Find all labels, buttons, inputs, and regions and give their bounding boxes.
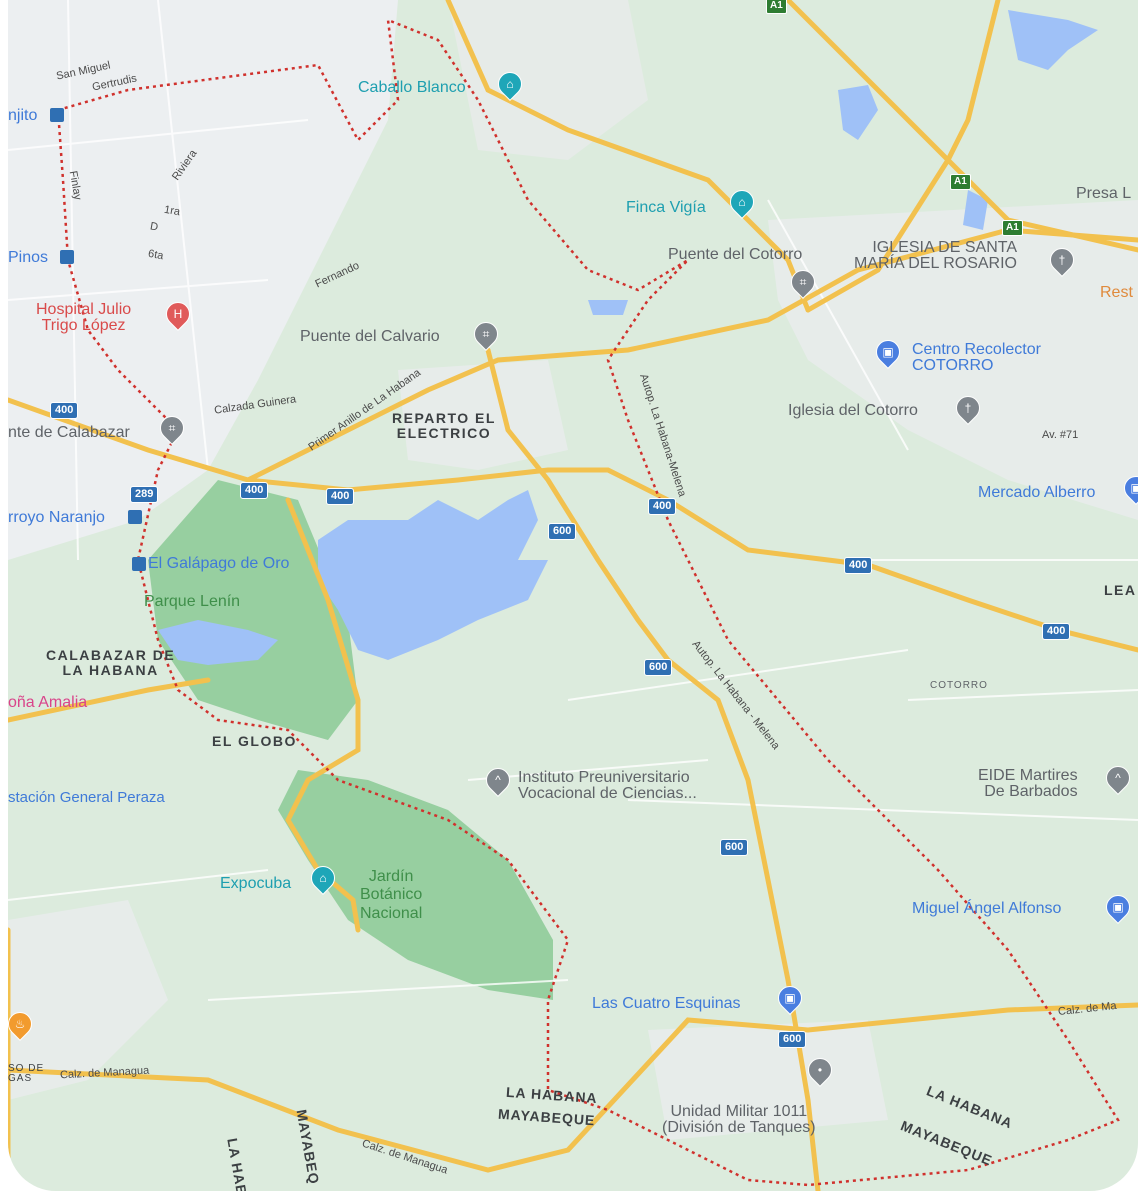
route-shield-289: 289	[130, 486, 159, 503]
route-shield-a1: A1	[766, 0, 787, 14]
highway-calz-managua	[8, 1002, 1138, 1173]
lake-small	[588, 300, 628, 315]
lake-main	[318, 490, 548, 660]
poi-label[interactable]: Unidad Militar 1011 (División de Tanques…	[662, 1103, 816, 1136]
route-shield-400: 400	[1042, 623, 1071, 640]
highway-calabazar	[8, 677, 211, 723]
park-jardin	[278, 770, 553, 1000]
urban-area-reparto	[398, 360, 568, 470]
poi-label[interactable]: Miguel Ángel Alfonso	[912, 900, 1062, 917]
route-shield-400: 400	[326, 488, 355, 505]
poi-label[interactable]: Expocuba	[220, 875, 292, 892]
poi-label[interactable]: Puente del Calvario	[300, 328, 440, 345]
area-label: EL GLOBO	[212, 733, 297, 749]
route-shield-400: 400	[240, 482, 269, 499]
route-shield-400: 400	[648, 498, 677, 515]
lake-lenin	[158, 620, 278, 665]
map-base-layer	[8, 0, 1138, 1191]
area-label: REPARTO EL ELECTRICO	[392, 410, 496, 442]
poi-label[interactable]: njito	[8, 107, 38, 124]
highway-north-road	[445, 0, 811, 313]
map-canvas[interactable]: 400 400 400 400 400 400 600 600 600 600 …	[8, 0, 1138, 1191]
poi-label[interactable]: Mercado Alberro	[978, 484, 1096, 501]
lake-north-1	[1008, 10, 1098, 70]
poi-label[interactable]: Pinos	[8, 249, 49, 266]
route-shield-600: 600	[720, 839, 749, 856]
train-station-icon[interactable]	[60, 250, 74, 264]
area-label: COTORRO	[930, 680, 988, 691]
route-shield-400: 400	[50, 402, 79, 419]
area-label: CALABAZAR DE LA HABANA	[46, 647, 176, 679]
urban-area-unidad	[648, 1020, 888, 1140]
poi-label[interactable]: Puente del Cotorro	[668, 246, 803, 263]
highway-a1-north	[805, 0, 1001, 313]
lake-north-2	[838, 85, 878, 140]
poi-label[interactable]: Las Cuatro Esquinas	[592, 995, 741, 1012]
route-shield-600: 600	[644, 659, 673, 676]
area-label: SO DE GAS	[8, 1063, 45, 1084]
poi-label[interactable]: IGLESIA DE SANTA MARÍA DEL ROSARIO	[854, 239, 1017, 272]
poi-label[interactable]: Finca Vigía	[626, 199, 706, 216]
poi-label[interactable]: Hospital Julio Trigo López	[36, 301, 132, 334]
poi-label[interactable]: Iglesia del Cotorro	[788, 402, 918, 419]
train-station-icon[interactable]	[50, 108, 64, 122]
poi-label[interactable]: El Galápago de Oro	[148, 555, 290, 572]
train-station-icon[interactable]	[128, 510, 142, 524]
urban-area-south	[8, 900, 168, 1100]
highway-expocuba	[285, 497, 361, 933]
park-lenin	[148, 480, 358, 740]
poi-label[interactable]: Rest	[1100, 284, 1133, 301]
route-shield-400: 400	[844, 557, 873, 574]
poi-label: Presa L	[1076, 185, 1132, 202]
highway-primer-anillo	[8, 227, 1138, 483]
poi-label[interactable]: oña Amalia	[8, 694, 88, 711]
park-label[interactable]: Jardín Botánico Nacional	[360, 868, 423, 922]
route-shield-a1: A1	[1002, 220, 1023, 236]
poi-label[interactable]: Instituto Preuniversitario Vocacional de…	[518, 769, 697, 802]
train-station-icon[interactable]	[132, 557, 146, 571]
poi-label[interactable]: rroyo Naranjo	[8, 509, 105, 526]
area-label: LEA	[1104, 582, 1137, 598]
poi-label[interactable]: nte de Calabazar	[8, 424, 130, 441]
poi-label[interactable]: Centro Recolector COTORRO	[912, 341, 1041, 374]
route-shield-600: 600	[548, 523, 577, 540]
street-label: Av. #71	[1042, 429, 1079, 441]
poi-label[interactable]: Caballo Blanco	[358, 79, 466, 96]
route-shield-a1: A1	[950, 174, 971, 190]
urban-area-north	[448, 0, 648, 160]
park-label[interactable]: Parque Lenín	[144, 593, 241, 610]
lake-north-3	[963, 190, 988, 230]
poi-label[interactable]: EIDE Martires De Barbados	[978, 767, 1078, 800]
route-shield-600: 600	[778, 1031, 807, 1048]
poi-label[interactable]: stación General Peraza	[8, 789, 165, 806]
